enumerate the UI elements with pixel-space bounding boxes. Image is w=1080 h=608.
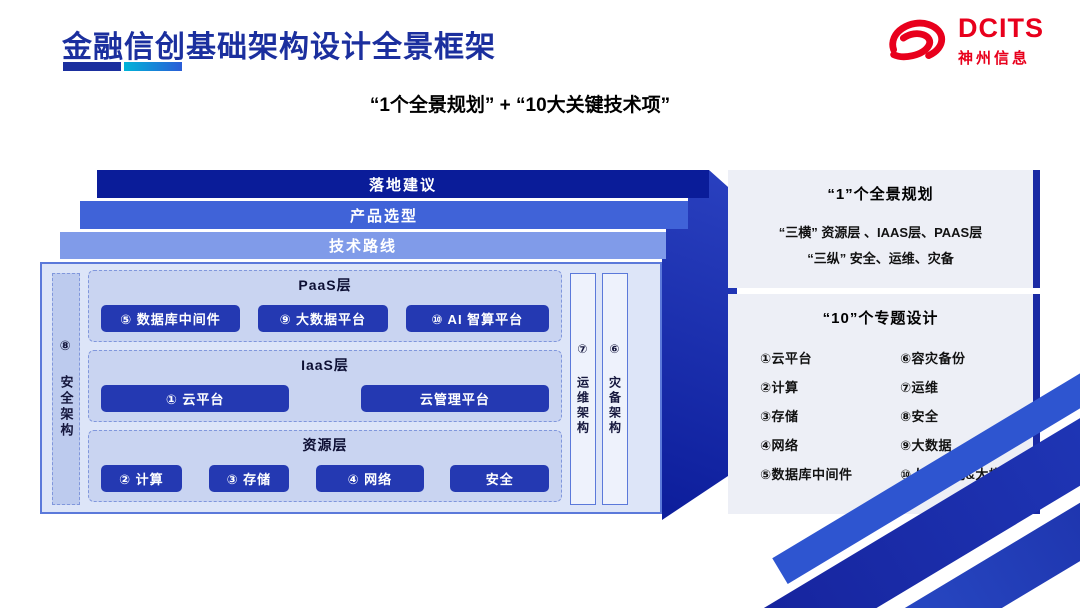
item-cloud-platform: ① 云平台 [101, 385, 290, 412]
dcits-logo-icon [889, 19, 946, 61]
panel-topic-designs-title: “10”个专题设计 [822, 310, 939, 327]
item-database-middleware: ⑤ 数据库中间件 [101, 305, 240, 332]
panel-overall-plan-title: “1”个全景规划 [827, 186, 934, 203]
topic-item: ①云平台 [760, 351, 813, 366]
architecture-diagram: 落地建议 产品选型 技术路线 ⑧ 安全架构 PaaS层 ⑤ 数据库中间件 ⑨ 大… [40, 168, 740, 526]
panel-accent-bar [1033, 170, 1040, 288]
logo-company: 神州信息 [958, 49, 1031, 67]
title-underline [63, 62, 182, 71]
item-bigdata-platform: ⑨ 大数据平台 [257, 305, 388, 332]
item-cloud-management-platform: 云管理平台 [360, 385, 549, 412]
underline-segment-dark [63, 62, 121, 71]
bar-technical-route: 技术路线 [60, 232, 666, 259]
item-storage: ③ 存储 [208, 465, 290, 492]
subtitle: “1个全景规划” + “10大关键技术项” [369, 95, 671, 116]
topic-item: ③存储 [760, 409, 799, 424]
item-network: ④ 网络 [316, 465, 424, 492]
page-title: 金融信创基础架构设计全景框架 [62, 31, 496, 64]
topic-item: ⑦运维 [900, 380, 939, 395]
logo-brand: DCITS [958, 12, 1044, 43]
topic-item: ⑧安全 [900, 409, 939, 424]
layer-resource: 资源层 ② 计算 ③ 存储 ④ 网络 安全 [88, 430, 562, 502]
rail-disaster-recovery-architecture: ⑥ 灾备架构 [602, 273, 628, 505]
layers-area: PaaS层 ⑤ 数据库中间件 ⑨ 大数据平台 ⑩ AI 智算平台 IaaS层 ①… [88, 268, 562, 512]
topic-item: ⑥容灾备份 [900, 351, 966, 366]
rail-ops-architecture: ⑦ 运维架构 [570, 273, 596, 505]
item-ai-platform: ⑩ AI 智算平台 [405, 305, 549, 332]
bar-landing-advice: 落地建议 [97, 170, 709, 198]
item-compute: ② 计算 [101, 465, 182, 492]
panel-overall-plan-line-horizontal: “三横” 资源层 、IAAS层、PAAS层 [778, 225, 983, 240]
layer-resource-items: ② 计算 ③ 存储 ④ 网络 安全 [101, 465, 549, 492]
main-architecture-box: ⑧ 安全架构 PaaS层 ⑤ 数据库中间件 ⑨ 大数据平台 ⑩ AI 智算平台 … [40, 262, 662, 514]
rail-security-architecture: ⑧ 安全架构 [52, 273, 80, 505]
topic-list: ①云平台 ②计算 ③存储 ④网络 ⑤数据库中间件 ⑥容灾备份 ⑦运维 ⑧安全 ⑨… [760, 348, 1026, 493]
layer-paas: PaaS层 ⑤ 数据库中间件 ⑨ 大数据平台 ⑩ AI 智算平台 [88, 270, 562, 342]
layer-paas-title: PaaS层 [298, 277, 352, 293]
layer-iaas-items: ① 云平台 云管理平台 [101, 385, 549, 412]
layer-paas-items: ⑤ 数据库中间件 ⑨ 大数据平台 ⑩ AI 智算平台 [101, 305, 549, 332]
topic-list-column-1: ①云平台 ②计算 ③存储 ④网络 ⑤数据库中间件 [760, 348, 900, 493]
layer-iaas: IaaS层 ① 云平台 云管理平台 [88, 350, 562, 422]
panel-overall-plan: “1”个全景规划 “三横” 资源层 、IAAS层、PAAS层 “三纵” 安全、运… [728, 170, 1040, 288]
item-security: 安全 [450, 465, 549, 492]
bar-product-selection: 产品选型 [80, 201, 688, 229]
layer-resource-title: 资源层 [302, 437, 348, 453]
logo-text: DCITS 神州信息 [958, 12, 1044, 68]
layer-iaas-title: IaaS层 [301, 357, 349, 373]
dcits-logo: DCITS 神州信息 [880, 14, 1044, 68]
topic-item: ⑨大数据 [900, 438, 953, 453]
underline-segment-gradient [124, 62, 182, 71]
topic-item: ②计算 [760, 380, 799, 395]
panel-overall-plan-line-vertical: “三纵” 安全、运维、灾备 [807, 251, 954, 266]
topic-item: ⑤数据库中间件 [760, 467, 853, 482]
topic-item: ④网络 [760, 438, 799, 453]
